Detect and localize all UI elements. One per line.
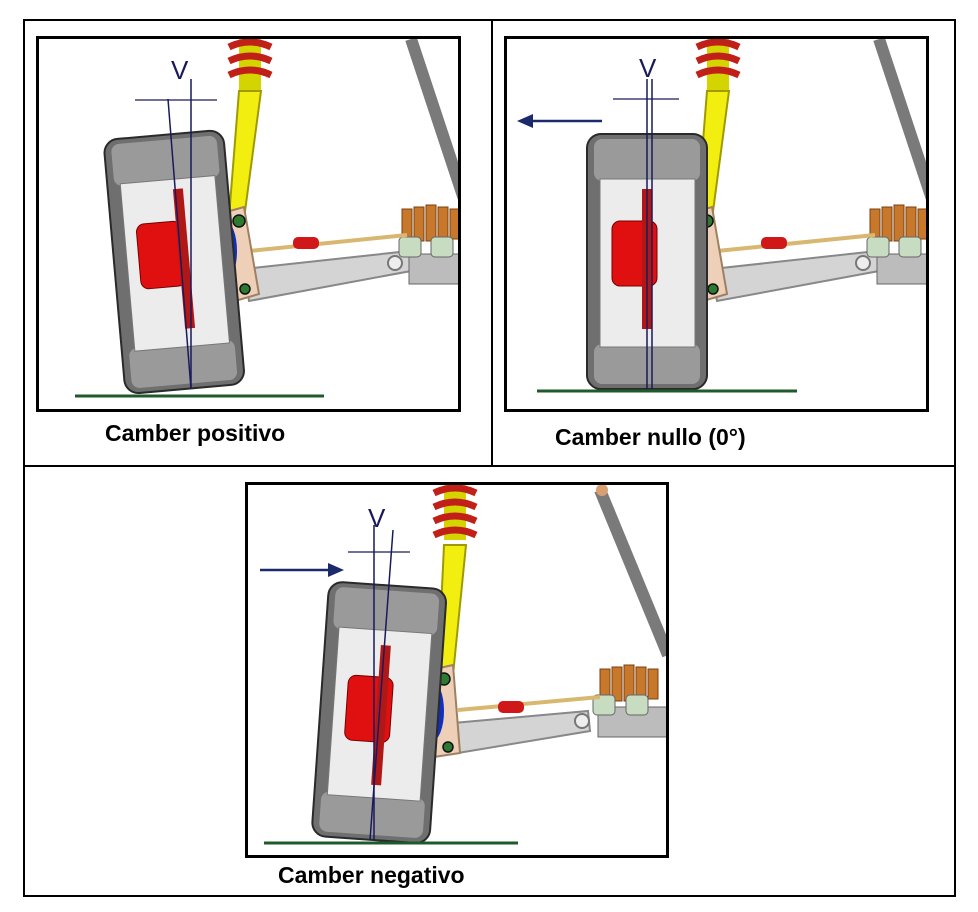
force-arrow-right xyxy=(260,563,344,577)
caption-camber-negativo: Camber negativo xyxy=(278,862,465,888)
tie-rod xyxy=(457,695,601,712)
panel-camber-nullo: V xyxy=(504,36,929,412)
wheel xyxy=(103,129,245,395)
v-angle-label: V xyxy=(368,503,386,533)
horizontal-divider xyxy=(23,465,956,467)
steering-rack xyxy=(408,253,458,285)
caption-camber-positivo: Camber positivo xyxy=(105,420,286,446)
suspension-illustration-positivo: V xyxy=(75,39,458,398)
coil-spring xyxy=(432,485,478,539)
panel-camber-positivo: V xyxy=(36,36,461,412)
tie-bar xyxy=(405,39,458,200)
figure-frame xyxy=(23,19,956,897)
tie-rod xyxy=(248,233,408,253)
suspension-illustration-negativo: V xyxy=(260,485,666,845)
lower-arm xyxy=(242,249,413,303)
caption-camber-nullo: Camber nullo (0°) xyxy=(555,424,746,450)
tie-bar xyxy=(594,487,666,658)
tie-bar xyxy=(873,39,926,200)
strut-body xyxy=(227,90,263,221)
v-angle-label: V xyxy=(171,55,189,85)
coil-spring xyxy=(227,39,273,79)
tie-rod-end xyxy=(761,237,787,249)
steering-rack xyxy=(876,253,926,285)
lower-arm xyxy=(451,709,592,755)
lower-arm xyxy=(710,249,881,303)
suspension-illustration-nullo: V xyxy=(517,39,926,393)
rack-boot xyxy=(869,204,926,242)
rack-boot xyxy=(401,204,458,242)
force-arrow-left xyxy=(517,114,602,128)
wheel-axis-line xyxy=(167,98,192,390)
vertical-divider xyxy=(491,19,493,467)
v-angle-label: V xyxy=(639,53,657,83)
coil-spring xyxy=(695,39,741,79)
suspension-group: V xyxy=(75,39,458,398)
tie-rod xyxy=(716,233,876,253)
tie-rod-end xyxy=(293,237,319,249)
tie-rod-end xyxy=(498,701,524,713)
panel-camber-negativo: V xyxy=(245,482,669,858)
